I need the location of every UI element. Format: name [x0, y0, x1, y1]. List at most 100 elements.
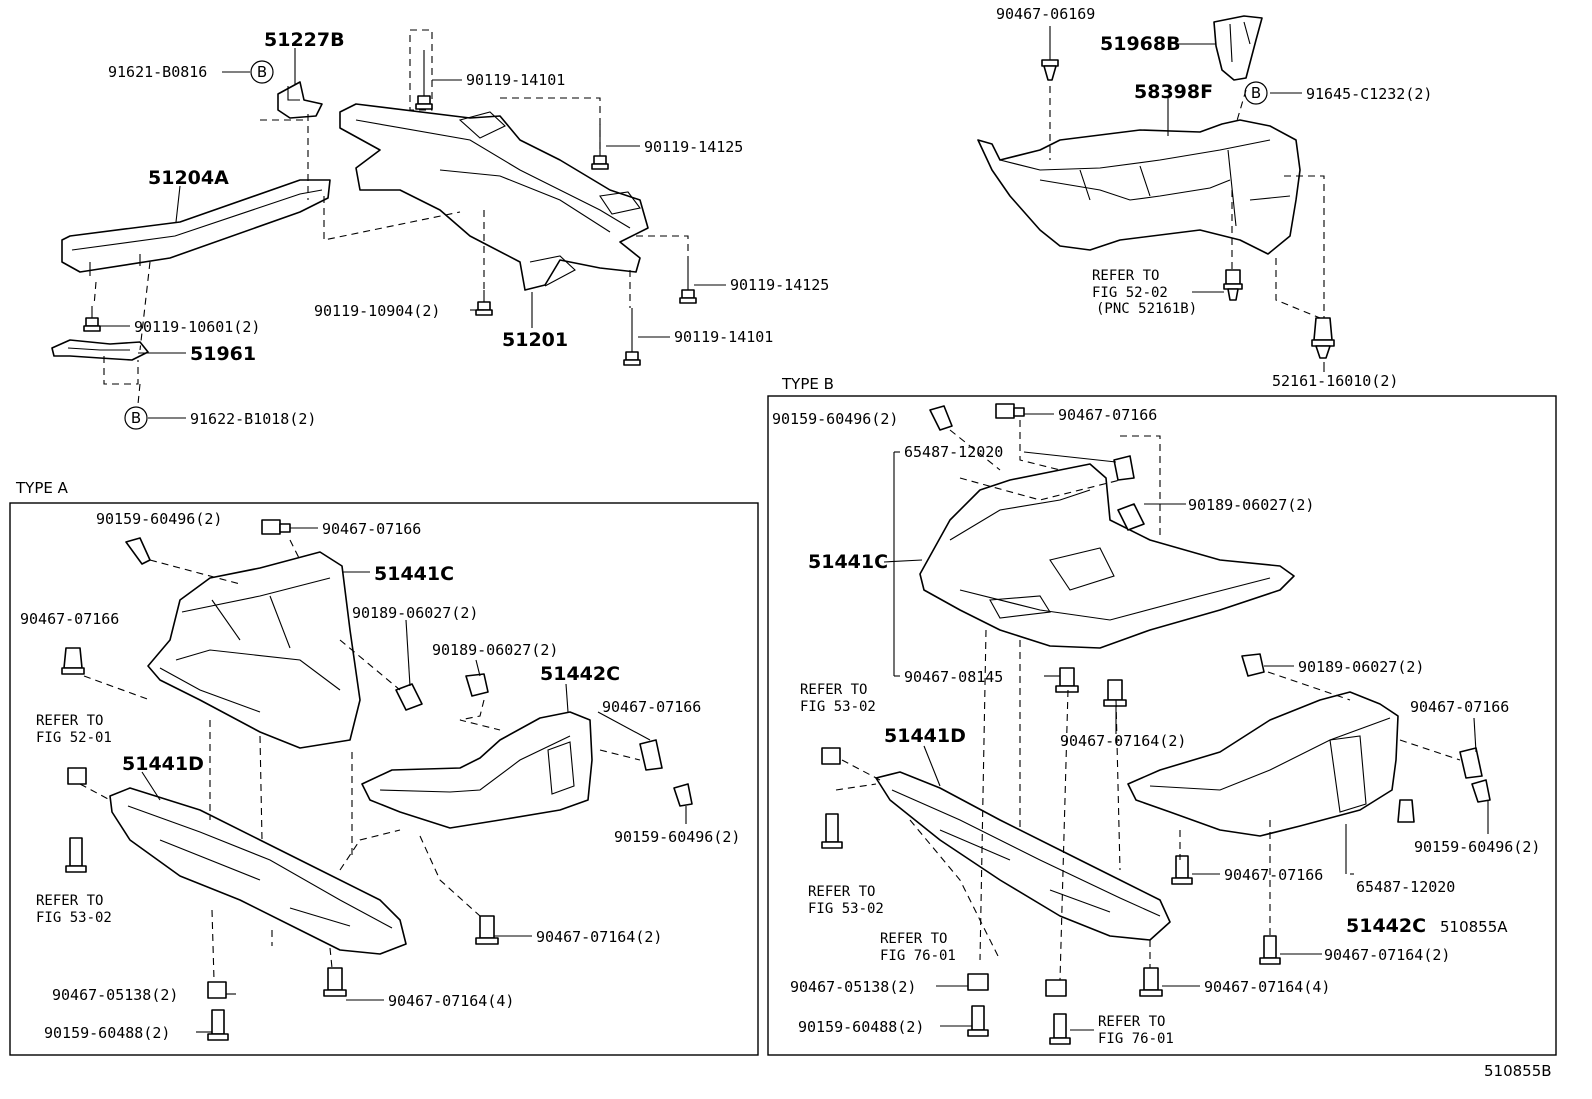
type-b-leader-lines	[883, 413, 1489, 1031]
part-label: 51441D	[122, 753, 204, 775]
part-label: 90119-14125	[730, 276, 829, 294]
part-label: 90119-14101	[466, 71, 565, 89]
part-label: 91621-B0816	[108, 63, 207, 81]
bolt-icon	[1139, 967, 1163, 997]
nut-icon	[67, 767, 87, 785]
leader-lines-top-right	[1167, 43, 1325, 372]
part-label: 51441C	[808, 551, 888, 573]
part-label: 90467-07166	[1410, 698, 1509, 716]
marker-b	[250, 60, 274, 84]
refer-note: REFER TO	[1092, 268, 1159, 284]
part-label: 90467-05138(2)	[52, 986, 178, 1004]
marker-b-letter: B	[1251, 84, 1261, 102]
assembly-dash-lines-top-left	[93, 29, 689, 405]
type-a-leader-lines	[141, 527, 687, 1033]
labels-top-right: 90467-06169 51968B 91645-C1232(2) 58398F…	[996, 5, 1432, 390]
clip-icon	[1241, 653, 1265, 677]
part-label: 51442C	[1346, 915, 1426, 937]
bolt-icon	[929, 405, 953, 431]
figure-id: 510855B	[1484, 1062, 1552, 1080]
refer-note: FIG 53-02	[800, 699, 876, 715]
part-label: 90159-60496(2)	[96, 510, 222, 528]
leader-lines-top-left	[98, 48, 726, 419]
type-b-fasteners	[821, 403, 1491, 1045]
clip-icon	[61, 647, 85, 675]
clip-icon	[395, 683, 423, 711]
part-label: 90189-06027(2)	[432, 641, 558, 659]
part-label: 90119-14125	[644, 138, 743, 156]
clip-icon	[1041, 26, 1059, 81]
clip-icon	[1103, 679, 1127, 707]
part-label: 51968B	[1100, 33, 1181, 55]
clip-icon	[1397, 799, 1415, 823]
clip-icon	[1055, 667, 1079, 693]
nut-icon	[821, 747, 841, 765]
cover-51441d-a	[109, 787, 407, 955]
assembly-dash-lines-top-right	[1049, 86, 1325, 319]
reference-markers: B B B	[124, 60, 1268, 430]
part-label: 90467-07164(2)	[1060, 732, 1186, 750]
refer-note: REFER TO	[800, 682, 867, 698]
part-label: 90189-06027(2)	[1188, 496, 1314, 514]
part-label: 90159-60488(2)	[44, 1024, 170, 1042]
bolt-icon	[475, 290, 493, 316]
type-a-fasteners	[61, 519, 693, 1041]
clip-icon	[1311, 317, 1335, 359]
crossmember-assembly	[51, 81, 649, 361]
refer-note: REFER TO	[36, 713, 103, 729]
refer-note: REFER TO	[880, 931, 947, 947]
cover-51442c-b	[1127, 691, 1399, 837]
cover-51442c-a	[361, 711, 593, 829]
part-label: 65487-12020	[904, 443, 1003, 461]
part-label: 52161-16010(2)	[1272, 372, 1398, 390]
bolt-icon	[323, 967, 347, 997]
type-a-dash-lines	[79, 539, 641, 981]
refer-note: FIG 76-01	[1098, 1031, 1174, 1047]
bolt-icon	[65, 837, 87, 873]
bolt-icon	[125, 537, 151, 565]
bolt-icon	[207, 1009, 229, 1041]
clip-icon	[465, 673, 489, 697]
part-label: 90119-10601(2)	[134, 318, 260, 336]
engine-cover-assembly	[977, 15, 1301, 255]
part-label: 90467-07166	[1224, 866, 1323, 884]
refer-note: FIG 53-02	[808, 901, 884, 917]
cover-51441c-b	[919, 463, 1295, 649]
clip-icon	[1113, 455, 1135, 481]
bracket-51968b	[1213, 15, 1263, 81]
clip-icon	[1117, 503, 1145, 531]
cover-58398f	[977, 119, 1301, 255]
part-label: 90467-07164(2)	[536, 928, 662, 946]
part-label: 51441D	[884, 725, 966, 747]
refer-note: FIG 53-02	[36, 910, 112, 926]
nut-icon	[1045, 979, 1067, 997]
bolt-icon	[1259, 935, 1281, 965]
part-label: 90467-07166	[20, 610, 119, 628]
part-label: 58398F	[1134, 81, 1213, 103]
type-a-frame	[9, 502, 759, 1056]
cover-51441d-b	[875, 771, 1171, 941]
part-label: 91645-C1232(2)	[1306, 85, 1432, 103]
clip-icon	[1223, 269, 1243, 301]
marker-b	[124, 406, 148, 430]
bolt-icon	[821, 813, 843, 849]
clip-icon	[261, 519, 291, 535]
bolt-icon	[673, 783, 693, 807]
part-label: 90467-07164(4)	[388, 992, 514, 1010]
clip-icon	[1459, 747, 1483, 779]
nut-icon	[967, 973, 989, 991]
type-a-caption: TYPE A	[15, 479, 69, 497]
brace-51204a	[61, 179, 331, 273]
bolt-icon	[591, 124, 609, 170]
part-label: 90467-07164(4)	[1204, 978, 1330, 996]
part-label: 90159-60496(2)	[614, 828, 740, 846]
bolt-icon	[1049, 1013, 1071, 1045]
type-b-dash-lines	[835, 420, 1461, 981]
refer-note: FIG 76-01	[880, 948, 956, 964]
refer-note: REFER TO	[808, 884, 875, 900]
part-label: 90467-08145	[904, 668, 1003, 686]
part-label: 65487-12020	[1356, 878, 1455, 896]
part-label: 90159-60488(2)	[798, 1018, 924, 1036]
bolt-icon	[475, 915, 499, 945]
